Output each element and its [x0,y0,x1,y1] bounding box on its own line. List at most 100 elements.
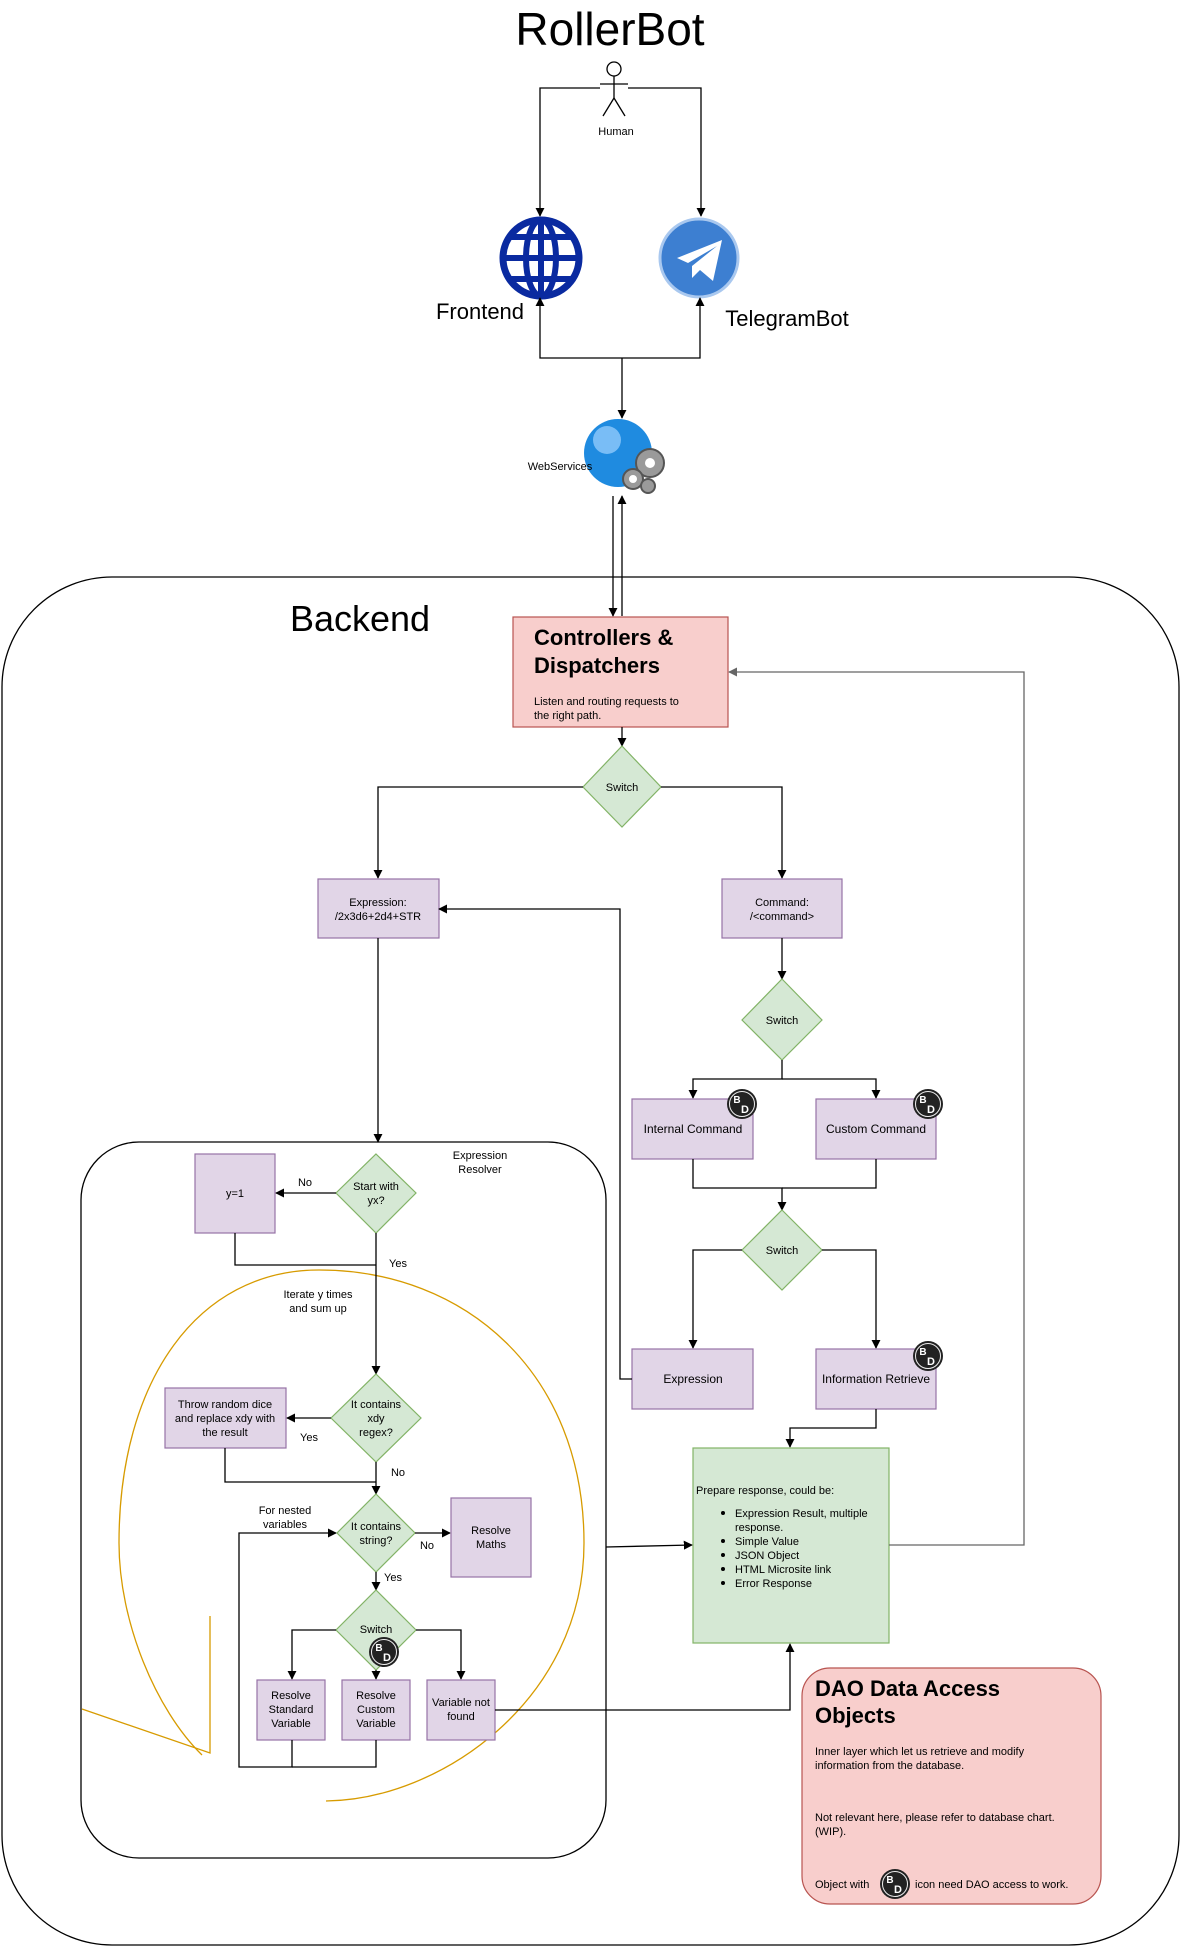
dao-title-2: Objects [815,1703,896,1728]
edge-switch2-info [822,1249,881,1349]
edge-switch-std [287,1629,336,1680]
std-var-0: Resolve [271,1690,311,1702]
resolve-maths-2: Maths [476,1539,506,1551]
expression-box [317,878,440,939]
expression-line1: Expression: [349,897,406,909]
prepare-item-4: HTML Microsite link [735,1564,832,1576]
internal-command-label: Internal Command [644,1122,743,1136]
edge-ws-telegram [622,297,705,359]
throw-2: and replace xdy with [175,1413,275,1425]
prepare-item-3: JSON Object [735,1550,799,1562]
dao-title-1: DAO Data Access [815,1676,1000,1701]
start-q-2: yx? [367,1195,384,1207]
controllers-box [512,616,729,728]
webservices-icon [584,419,665,494]
edge-switch2-expression [688,1249,742,1349]
nested-2: variables [263,1519,308,1531]
dao-legend-suffix: icon need DAO access to work. [915,1879,1068,1891]
string-yes-label: Yes [384,1572,402,1584]
edge-prepare-controllers [728,667,1025,1546]
expression-out-box [631,1348,754,1410]
edge-switch-expression [373,786,583,879]
start-with-decision [335,1153,417,1234]
dao-badge-legend [879,1868,911,1900]
controllers-title-1: Controllers & [534,625,673,650]
expression-out-label: Expression [663,1372,722,1386]
backend-container [1,576,1180,1946]
switch-main-label: Switch [606,782,638,794]
edge-resolver-prepare [605,1540,693,1550]
dao-badge-custom [912,1088,944,1120]
throw-1: Throw random dice [178,1399,272,1411]
contains-string-decision [336,1493,416,1573]
throw-dice-box [164,1387,287,1449]
diagram-title: RollerBot [515,3,704,55]
start-yes-label: Yes [389,1258,407,1270]
contains-xdy-1: It contains [351,1399,402,1411]
controllers-title-2: Dispatchers [534,653,660,678]
custom-command-label: Custom Command [826,1122,926,1136]
telegram-icon [658,217,740,299]
resolver-switch-label: Switch [360,1624,392,1636]
prepare-item-2: Simple Value [735,1536,799,1548]
command-box [721,878,843,939]
contains-string-1: It contains [351,1521,402,1533]
prepare-item-0: Expression Result, multiple [735,1508,868,1520]
edge-internal-merge [692,1159,787,1211]
command-line1: Command: [755,897,809,909]
xdy-no-label: No [391,1467,405,1479]
switch-main [582,745,662,828]
edge-notfound-prepare [495,1643,795,1711]
variable-not-found-box [426,1679,496,1741]
custom-var-1: Custom [357,1704,395,1716]
dao-desc-1: Inner layer which let us retrieve and mo… [815,1746,1025,1758]
switch-command-2-label: Switch [766,1245,798,1257]
not-found-1: found [447,1711,475,1723]
nested-1: For nested [259,1505,312,1517]
edge-switch-custom [782,1078,881,1099]
edge-human-telegram [628,87,706,217]
expression-line2: /2x3d6+2d4+STR [335,911,421,923]
frontend-label: Frontend [436,299,524,324]
dao-badge-internal [726,1088,758,1120]
resolve-maths-1: Resolve [471,1525,511,1537]
edge-expression-out-back [438,904,632,1380]
edge-human-frontend [535,87,600,217]
dao-badge-switch [368,1636,400,1668]
not-found-0: Variable not [432,1697,490,1709]
resolver-container [80,1141,607,1859]
prepare-response-box [692,1447,890,1644]
iterate-loop-arc [118,1269,585,1802]
telegram-label: TelegramBot [725,306,849,331]
contains-string-2: string? [359,1535,392,1547]
dao-legend-prefix: Object with [815,1879,869,1891]
edge-custom-var-loop [292,1740,377,1768]
std-var-2: Variable [271,1718,311,1730]
custom-var-2: Variable [356,1718,396,1730]
switch-command-2 [741,1209,823,1291]
start-q-1: Start with [353,1181,399,1193]
prepare-list: Expression Result, multiple response. Si… [721,1508,868,1590]
edge-switch-command [661,786,787,879]
xdy-yes-label: Yes [300,1432,318,1444]
globe-icon [499,216,583,300]
prepare-item-5: Error Response [735,1578,812,1590]
string-no-label: No [420,1540,434,1552]
edge-y1-join [234,1233,376,1266]
dao-badge-info [912,1340,944,1372]
webservices-label: WebServices [528,461,593,473]
resolve-std-var-box [256,1679,326,1741]
switch-command-label: Switch [766,1015,798,1027]
resolver-label-1: Expression [453,1150,507,1162]
contains-xdy-3: regex? [359,1427,393,1439]
backend-label: Backend [290,598,430,639]
edge-throw-join [224,1448,376,1483]
prepare-item-1: response. [735,1522,783,1534]
resolver-label-2: Resolver [458,1164,502,1176]
throw-3: the result [202,1427,247,1439]
y1-label: y=1 [226,1188,244,1200]
iterate-label-1: Iterate y times [283,1289,353,1301]
edge-nested-loop [238,1528,337,1768]
custom-var-0: Resolve [356,1690,396,1702]
human-icon [600,61,628,117]
